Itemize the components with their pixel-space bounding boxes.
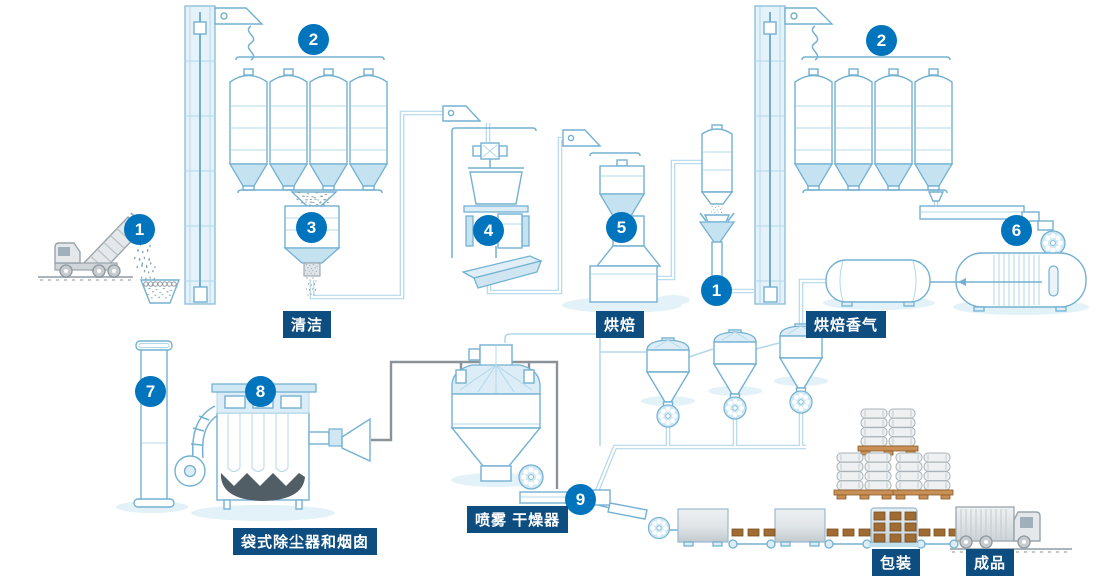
rotary-valve-icon (723, 396, 747, 420)
packaging-machine (869, 507, 919, 547)
rotary-valve-icon (789, 390, 813, 414)
bucket-elevator-2 (754, 5, 834, 305)
tote-bin-1 (677, 508, 729, 547)
grinder-fan-icon (1040, 230, 1066, 256)
spray-dryer (450, 344, 544, 490)
roaster (589, 152, 662, 303)
grinder-section (919, 205, 1066, 256)
cooling-vessel (698, 124, 736, 283)
destoner-unit (451, 127, 543, 289)
step-marker-7: 7 (135, 376, 166, 407)
step-marker-5: 5 (606, 212, 637, 243)
riser-spout-2 (562, 129, 602, 147)
label-finished-product: 成品 (966, 549, 1015, 576)
pallet-3 (892, 452, 954, 500)
stack-chimney (133, 340, 175, 508)
aroma-recovery-unit (930, 252, 1087, 312)
step-marker-2: 2 (298, 24, 329, 55)
silo-discharge-funnel (290, 191, 338, 207)
tote-bin-2 (774, 508, 826, 547)
cyclone-2 (713, 329, 757, 420)
raw-silos-group (229, 56, 388, 194)
vent-squiggle-2 (811, 25, 819, 61)
label-cleaning: 清洁 (283, 311, 332, 338)
roasted-silos-group (794, 56, 953, 202)
flow-arrow-head-icon (958, 278, 966, 286)
step-marker-3: 3 (296, 212, 327, 243)
label-spray-dryer: 喷雾 干燥器 (467, 506, 569, 533)
discharge-chute (607, 502, 671, 540)
step-marker-1b: 1 (701, 275, 732, 306)
vent-squiggle-1 (247, 25, 255, 61)
finished-product-truck (950, 506, 1072, 553)
step-marker-9: 9 (565, 484, 596, 515)
label-packaging: 包装 (872, 549, 921, 576)
step-marker-2b: 2 (866, 25, 897, 56)
rotary-valve-icon (647, 516, 671, 540)
label-bag-filter-and-stack: 袋式除尘器和烟囱 (233, 528, 378, 555)
step-marker-8: 8 (245, 376, 276, 407)
pallet-1 (857, 408, 919, 456)
receiving-pit (134, 240, 181, 304)
step-marker-6: 6 (1001, 215, 1032, 246)
process-pipes (309, 110, 939, 531)
aroma-tank (825, 259, 931, 307)
rotary-valve-icon (656, 404, 680, 428)
label-roasting: 烘焙 (596, 311, 645, 338)
riser-spout-1 (442, 105, 482, 122)
pallet-2 (833, 452, 895, 500)
dryer-fan-icon (518, 464, 544, 490)
step-marker-4: 4 (473, 215, 504, 246)
bucket-elevator-1 (184, 5, 264, 305)
filter-outlet-horn (308, 417, 371, 463)
cyclone-1 (646, 337, 690, 428)
belt-conveyors (728, 528, 961, 549)
label-roast-aroma: 烘焙香气 (806, 311, 887, 338)
step-marker-1: 1 (124, 214, 155, 245)
exhaust-blower (174, 405, 221, 487)
